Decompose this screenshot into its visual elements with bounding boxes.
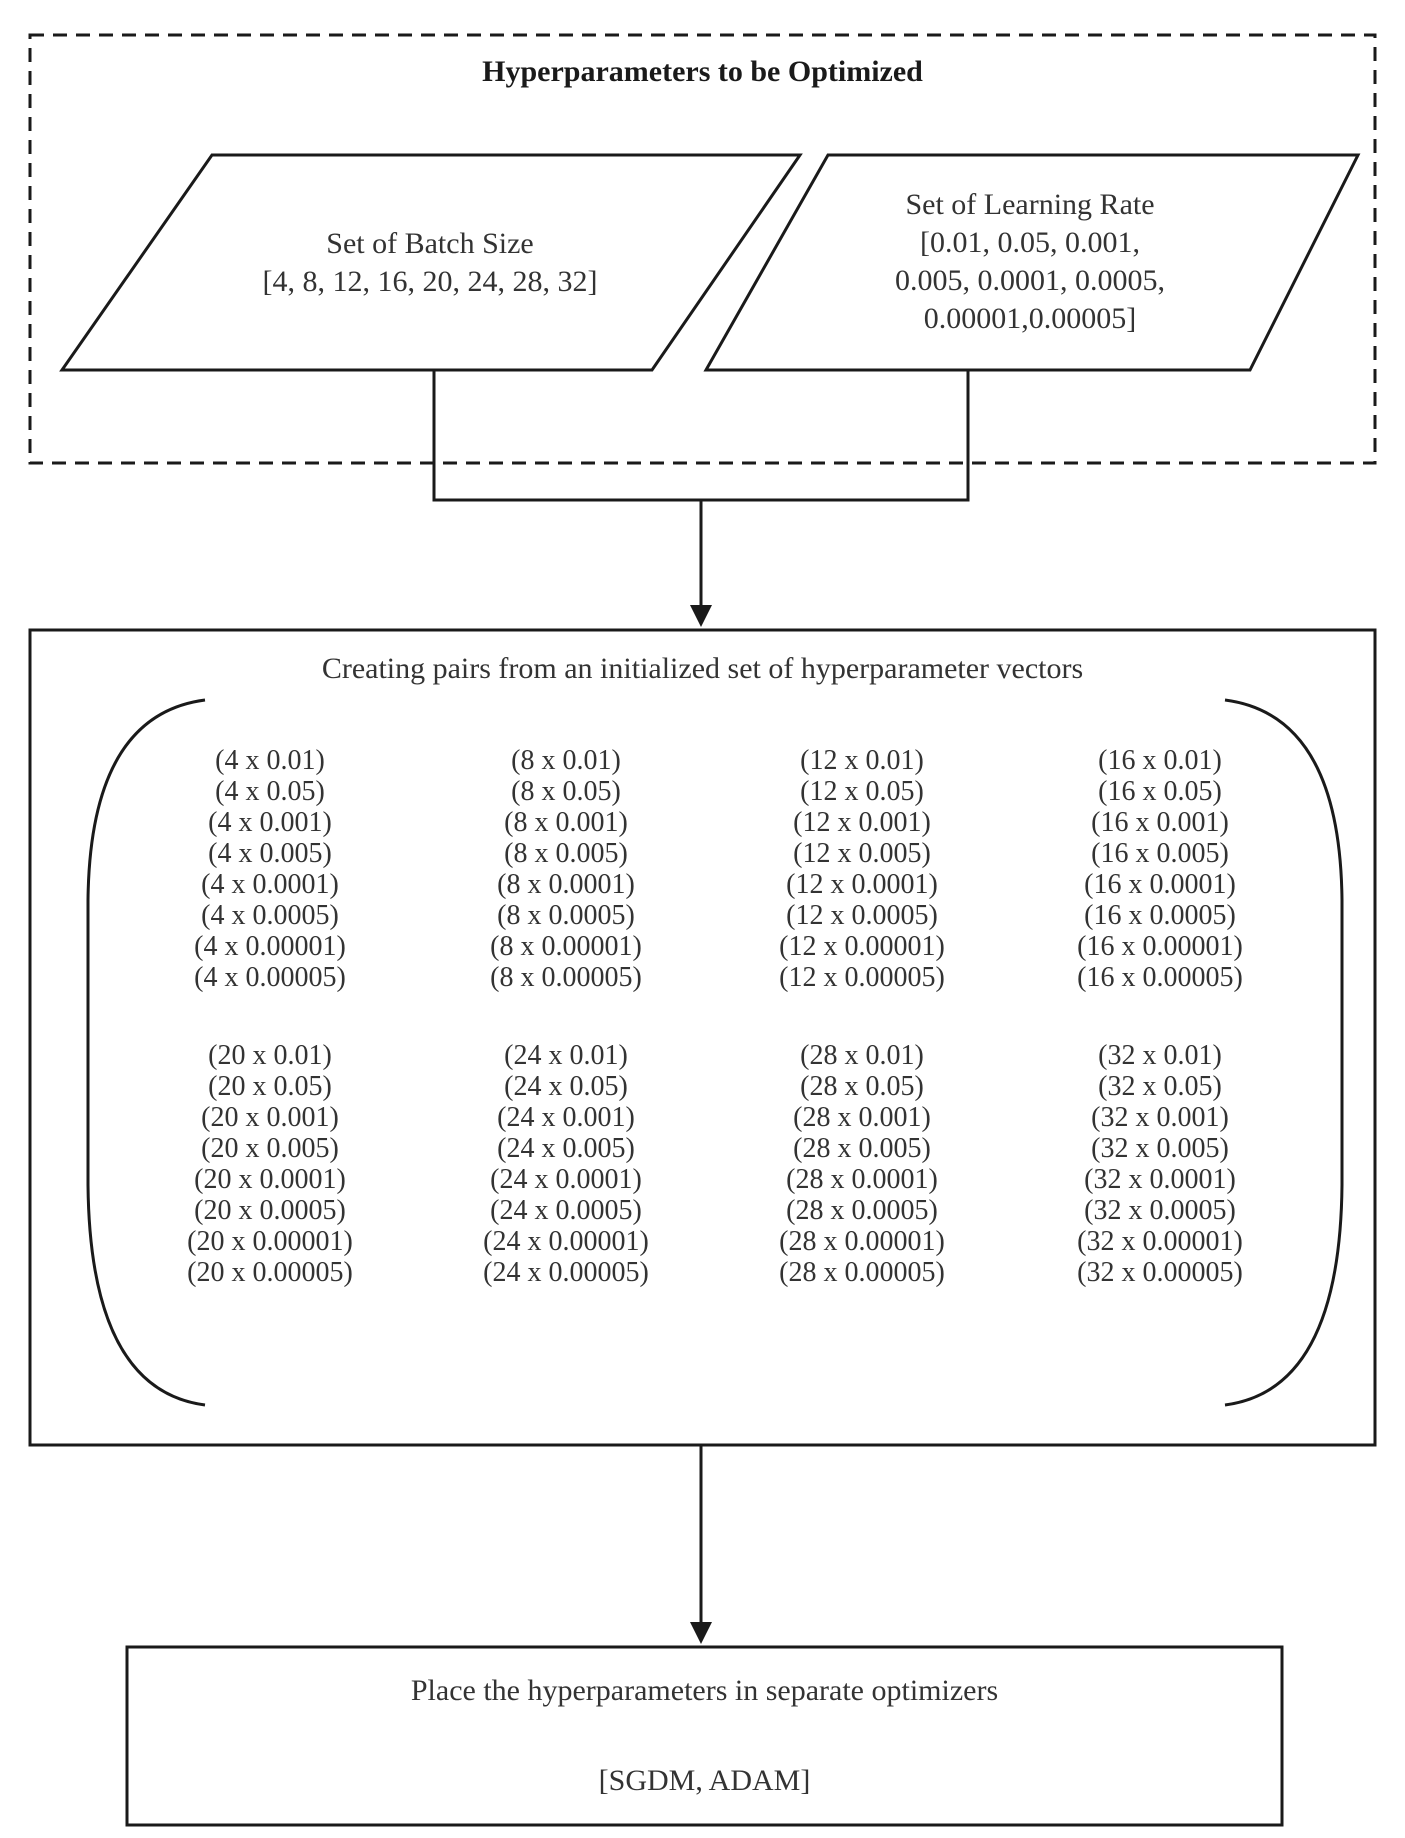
- pair-item: (8 x 0.00005): [490, 962, 642, 993]
- pair-item: (28 x 0.01): [800, 1040, 924, 1071]
- pair-item: (4 x 0.00001): [194, 931, 346, 962]
- pair-item: (16 x 0.005): [1091, 838, 1229, 869]
- pair-item: (32 x 0.0005): [1084, 1195, 1236, 1226]
- pair-column: (32 x 0.01)(32 x 0.05)(32 x 0.001)(32 x …: [1030, 1040, 1290, 1288]
- pair-column: (28 x 0.01)(28 x 0.05)(28 x 0.001)(28 x …: [732, 1040, 992, 1288]
- pair-item: (16 x 0.00005): [1077, 962, 1243, 993]
- pair-item: (32 x 0.001): [1091, 1102, 1229, 1133]
- pair-item: (28 x 0.0005): [786, 1195, 938, 1226]
- pair-item: (12 x 0.005): [793, 838, 931, 869]
- pair-item: (16 x 0.0001): [1084, 869, 1236, 900]
- pair-item: (28 x 0.00005): [779, 1257, 945, 1288]
- pair-item: (32 x 0.00005): [1077, 1257, 1243, 1288]
- pair-item: (16 x 0.05): [1098, 776, 1222, 807]
- pair-item: (8 x 0.001): [504, 807, 628, 838]
- pair-item: (20 x 0.01): [208, 1040, 332, 1071]
- learning-rate-values-line: 0.00001,0.00005]: [923, 302, 1137, 335]
- pair-item: (12 x 0.05): [800, 776, 924, 807]
- pair-item: (24 x 0.001): [497, 1102, 635, 1133]
- pair-item: (20 x 0.05): [208, 1071, 332, 1102]
- pair-item: (20 x 0.00005): [187, 1257, 353, 1288]
- pair-item: (8 x 0.00001): [490, 931, 642, 962]
- hyperparameters-group-title: Hyperparameters to be Optimized: [482, 55, 923, 88]
- pair-item: (32 x 0.0001): [1084, 1164, 1236, 1195]
- batch-size-values: [4, 8, 12, 16, 20, 24, 28, 32]: [262, 265, 598, 298]
- pair-item: (28 x 0.005): [793, 1133, 931, 1164]
- optimizer-box-title: Place the hyperparameters in separate op…: [410, 1674, 999, 1707]
- pair-item: (12 x 0.0001): [786, 869, 938, 900]
- pair-item: (24 x 0.05): [504, 1071, 628, 1102]
- pair-item: (8 x 0.01): [511, 745, 621, 776]
- pair-item: (32 x 0.005): [1091, 1133, 1229, 1164]
- pair-item: (12 x 0.01): [800, 745, 924, 776]
- pair-column: (4 x 0.01)(4 x 0.05)(4 x 0.001)(4 x 0.00…: [140, 745, 400, 993]
- pair-item: (12 x 0.0005): [786, 900, 938, 931]
- optimizer-list: [SGDM, ADAM]: [598, 1764, 811, 1797]
- pair-item: (12 x 0.00001): [779, 931, 945, 962]
- pair-item: (32 x 0.05): [1098, 1071, 1222, 1102]
- pair-item: (4 x 0.001): [208, 807, 332, 838]
- pair-item: (24 x 0.00005): [483, 1257, 649, 1288]
- pair-item: (32 x 0.01): [1098, 1040, 1222, 1071]
- pair-item: (8 x 0.0001): [497, 869, 635, 900]
- pair-item: (24 x 0.0001): [490, 1164, 642, 1195]
- pair-item: (24 x 0.005): [497, 1133, 635, 1164]
- pair-item: (8 x 0.05): [511, 776, 621, 807]
- pair-item: (32 x 0.00001): [1077, 1226, 1243, 1257]
- arrow-2-head: [690, 1622, 712, 1644]
- pair-item: (16 x 0.001): [1091, 807, 1229, 838]
- learning-rate-values-line: 0.005, 0.0001, 0.0005,: [895, 264, 1165, 297]
- left-parenthesis: [86, 698, 206, 1407]
- pair-item: (4 x 0.005): [208, 838, 332, 869]
- batch-size-text: Set of Batch Size [4, 8, 12, 16, 20, 24,…: [230, 225, 630, 301]
- arrow-1-head: [690, 605, 712, 627]
- pair-item: (24 x 0.01): [504, 1040, 628, 1071]
- pair-item: (24 x 0.0005): [490, 1195, 642, 1226]
- pair-item: (12 x 0.001): [793, 807, 931, 838]
- pair-item: (20 x 0.0005): [194, 1195, 346, 1226]
- pair-item: (4 x 0.01): [215, 745, 325, 776]
- hyperparameters-group-frame: [28, 33, 1377, 465]
- right-parenthesis: [1224, 698, 1344, 1407]
- pair-column: (24 x 0.01)(24 x 0.05)(24 x 0.001)(24 x …: [436, 1040, 696, 1288]
- pair-item: (8 x 0.005): [504, 838, 628, 869]
- learning-rate-text: Set of Learning Rate [0.01, 0.05, 0.001,…: [830, 186, 1230, 338]
- pair-item: (16 x 0.01): [1098, 745, 1222, 776]
- pair-item: (28 x 0.00001): [779, 1226, 945, 1257]
- pair-item: (28 x 0.001): [793, 1102, 931, 1133]
- pair-item: (24 x 0.00001): [483, 1226, 649, 1257]
- pair-item: (12 x 0.00005): [779, 962, 945, 993]
- pair-item: (4 x 0.05): [215, 776, 325, 807]
- pair-item: (28 x 0.05): [800, 1071, 924, 1102]
- pair-item: (4 x 0.0001): [201, 869, 339, 900]
- pair-item: (8 x 0.0005): [497, 900, 635, 931]
- pair-column: (8 x 0.01)(8 x 0.05)(8 x 0.001)(8 x 0.00…: [436, 745, 696, 993]
- batch-size-label: Set of Batch Size: [326, 227, 534, 260]
- learning-rate-label: Set of Learning Rate: [905, 188, 1155, 221]
- pairs-box-title: Creating pairs from an initialized set o…: [321, 652, 1084, 685]
- pair-item: (20 x 0.00001): [187, 1226, 353, 1257]
- pair-column: (20 x 0.01)(20 x 0.05)(20 x 0.001)(20 x …: [140, 1040, 400, 1288]
- learning-rate-values-line: [0.01, 0.05, 0.001,: [920, 226, 1140, 259]
- pair-item: (20 x 0.001): [201, 1102, 339, 1133]
- pair-item: (16 x 0.00001): [1077, 931, 1243, 962]
- pair-column: (16 x 0.01)(16 x 0.05)(16 x 0.001)(16 x …: [1030, 745, 1290, 993]
- pair-item: (20 x 0.0001): [194, 1164, 346, 1195]
- pair-item: (16 x 0.0005): [1084, 900, 1236, 931]
- pair-column: (12 x 0.01)(12 x 0.05)(12 x 0.001)(12 x …: [732, 745, 992, 993]
- pair-item: (4 x 0.00005): [194, 962, 346, 993]
- optimizer-box-frame: [125, 1645, 1284, 1827]
- pair-item: (28 x 0.0001): [786, 1164, 938, 1195]
- learning-rate-parallelogram: [703, 153, 1361, 372]
- merge-connector: [432, 370, 970, 502]
- pair-item: (4 x 0.0005): [201, 900, 339, 931]
- batch-size-parallelogram: [59, 153, 803, 372]
- pair-item: (20 x 0.005): [201, 1133, 339, 1164]
